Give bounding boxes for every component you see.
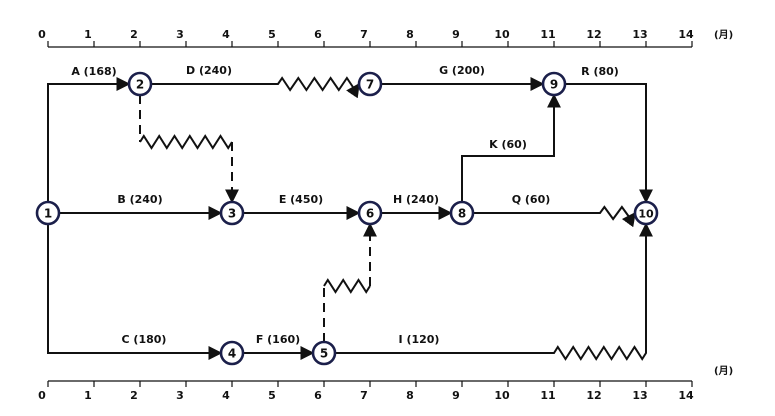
top-tick-label: 6 <box>314 28 322 41</box>
activity-k-label: K (60) <box>489 138 527 151</box>
activity-c-label: C (180) <box>122 333 167 346</box>
bottom-tick-label: 5 <box>268 389 276 402</box>
node-4-circle <box>219 340 245 366</box>
node-7-label: 7 <box>366 77 374 91</box>
activity-r-arrow <box>565 83 653 204</box>
activity-q-arrow <box>473 205 636 228</box>
top-tick-label: 3 <box>176 28 184 41</box>
activity-arrows: A (168) B (240) C (180) D (240) E (450) F (16… <box>47 64 653 361</box>
node-1-label: 1 <box>44 206 52 220</box>
bottom-tick-label: 8 <box>406 389 414 402</box>
node-5-circle <box>311 340 337 366</box>
node-7-circle <box>357 71 383 97</box>
bottom-tick-label: 11 <box>540 389 555 402</box>
dummy-5-6-float <box>323 278 371 294</box>
activity-d-label: D (240) <box>186 64 232 77</box>
top-tick-label: 9 <box>452 28 460 41</box>
activity-i-arrow <box>335 222 653 361</box>
bottom-tick-label: 12 <box>586 389 601 402</box>
activity-g-label: G (200) <box>439 64 485 77</box>
node-2-circle <box>127 71 153 97</box>
node-6-label: 6 <box>366 206 374 220</box>
node-1-circle <box>35 200 61 226</box>
node-8-circle <box>449 200 475 226</box>
top-tick-label: 13 <box>632 28 647 41</box>
bottom-tick-label: 0 <box>38 389 46 402</box>
bottom-tick-label: 14 <box>678 389 694 402</box>
top-tick-label: 11 <box>540 28 555 41</box>
top-tick-label: 5 <box>268 28 276 41</box>
activity-a-arrow <box>47 77 131 202</box>
activity-q-label: Q (60) <box>512 193 551 206</box>
activity-c-arrow <box>47 224 223 360</box>
activity-k-arrow <box>461 93 561 202</box>
node-3-circle <box>219 200 245 226</box>
top-tick-label: 1 <box>84 28 92 41</box>
top-tick-label: 4 <box>222 28 230 41</box>
activity-i-label: I (120) <box>399 333 440 346</box>
top-tick-label: 7 <box>360 28 368 41</box>
event-nodes: 1 2 3 4 5 6 7 8 9 10 <box>35 71 659 366</box>
bottom-tick-label: 4 <box>222 389 230 402</box>
activity-a-label: A (168) <box>71 65 116 78</box>
top-tick-label: 2 <box>130 28 138 41</box>
node-10-circle <box>633 200 659 226</box>
activity-f-label: F (160) <box>256 333 300 346</box>
activity-h-label: H (240) <box>393 193 439 206</box>
top-unit-label: (月) <box>714 29 733 41</box>
node-9-circle <box>541 71 567 97</box>
bottom-tick-label: 3 <box>176 389 184 402</box>
bottom-tick-label: 10 <box>494 389 510 402</box>
node-5-label: 5 <box>320 346 328 360</box>
top-tick-label: 8 <box>406 28 414 41</box>
bottom-tick-label: 6 <box>314 389 322 402</box>
bottom-tick-label: 7 <box>360 389 368 402</box>
activity-b-label: B (240) <box>117 193 162 206</box>
node-3-label: 3 <box>228 206 236 220</box>
bottom-tick-label: 9 <box>452 389 460 402</box>
activity-e-label: E (450) <box>279 193 323 206</box>
activity-d-arrow <box>151 76 360 99</box>
top-tick-label: 14 <box>678 28 694 41</box>
node-8-label: 8 <box>458 206 466 220</box>
bottom-unit-label: (月) <box>714 365 733 377</box>
node-10-label: 10 <box>638 207 654 220</box>
dummy-2-3-float <box>139 134 233 150</box>
top-tick-label: 12 <box>586 28 601 41</box>
top-tick-label: 0 <box>38 28 46 41</box>
node-9-label: 9 <box>550 77 558 91</box>
activity-r-label: R (80) <box>581 65 619 78</box>
bottom-tick-label: 2 <box>130 389 138 402</box>
node-6-circle <box>357 200 383 226</box>
bottom-tick-label: 1 <box>84 389 92 402</box>
bottom-tick-label: 13 <box>632 389 647 402</box>
node-4-label: 4 <box>228 346 236 360</box>
node-2-label: 2 <box>136 77 144 91</box>
top-tick-label: 10 <box>494 28 510 41</box>
